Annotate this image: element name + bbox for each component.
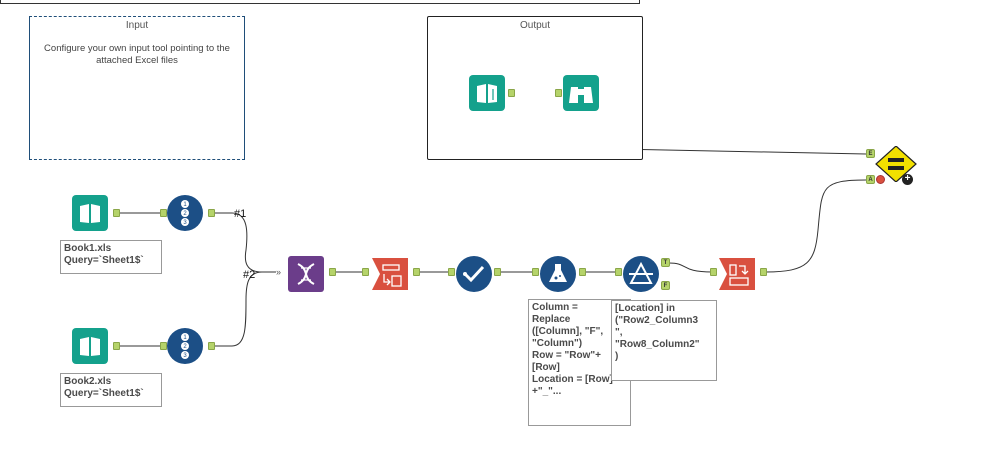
numbered-list-icon: 1 2 3 [167,328,203,364]
canvas-top-frame [0,0,640,4]
input-anchor[interactable] [160,209,167,217]
dynamic-rename-tool[interactable] [719,256,755,292]
record-id-tool-1[interactable]: 1 2 3 [167,195,203,231]
test-tool[interactable] [874,146,918,182]
wire-label-2: #2 [243,269,256,281]
anchor-warning-icon [876,175,885,184]
output-anchor[interactable] [329,268,336,276]
svg-text:1: 1 [183,202,187,208]
book-icon [72,328,108,364]
wire-label-1: #1 [234,208,247,220]
input-anchor[interactable] [615,268,622,276]
output-anchor[interactable] [579,268,586,276]
svg-text:3: 3 [183,220,187,226]
input-anchor[interactable] [555,89,562,97]
input-container[interactable]: Input Configure your own input tool poin… [29,16,245,160]
rename-arrows-icon [719,258,755,290]
dna-icon [288,256,324,292]
svg-text:3: 3 [183,353,187,359]
equals-diamond-icon [875,146,917,182]
filter-false-anchor[interactable]: F [661,281,670,290]
output-anchor[interactable] [113,342,120,350]
text-to-columns-tool[interactable] [372,256,408,292]
output-anchor[interactable] [208,209,215,217]
filter-annotation: [Location] in ("Row2_Column3 ", "Row8_Co… [611,300,717,381]
numbered-list-icon: 1 2 3 [167,195,203,231]
filter-tool[interactable] [623,256,659,292]
filter-true-anchor[interactable]: T [661,258,670,267]
output-anchor[interactable] [760,268,767,276]
binoculars-icon [563,75,599,111]
svg-text:2: 2 [183,344,187,350]
output-container[interactable]: Output [427,16,643,160]
svg-text:1: 1 [183,335,187,341]
triangle-filter-icon [623,256,659,292]
wire-recordid2-to-union [215,271,263,347]
input-anchor[interactable] [448,268,455,276]
book2-annotation: Book2.xls Query=`Sheet1$` [60,373,162,407]
output-anchor[interactable] [494,268,501,276]
input-anchor[interactable] [532,268,539,276]
book-icon [469,75,505,111]
expected-input-tool[interactable] [469,75,505,111]
multi-input-chevron-icon[interactable]: » [276,267,282,277]
wire-filter-true-to-parse2 [668,262,713,273]
record-id-tool-2[interactable]: 1 2 3 [167,328,203,364]
select-tool[interactable] [456,256,492,292]
book2-input-tool[interactable] [72,328,108,364]
split-columns-icon [372,258,408,290]
input-container-title: Input [125,20,149,31]
input-anchor[interactable] [362,268,369,276]
input-anchor[interactable] [160,342,167,350]
output-anchor[interactable] [113,209,120,217]
test-actual-anchor[interactable]: A [866,175,875,184]
formula-tool[interactable] [540,256,576,292]
book1-annotation: Book1.xls Query=`Sheet1$` [60,240,162,274]
flask-icon [540,256,576,292]
add-input-plus-icon[interactable]: + [902,174,913,185]
wire-parse2-to-test-actual [765,179,867,273]
book-icon [72,195,108,231]
output-anchor[interactable] [208,342,215,350]
browse-tool[interactable] [563,75,599,111]
wire-recordid1-to-union [215,212,276,273]
transpose-tool[interactable] [288,256,324,292]
svg-text:2: 2 [183,211,187,217]
test-expected-anchor[interactable]: E [866,149,875,158]
input-container-note: Configure your own input tool pointing t… [44,43,230,66]
output-container-title: Output [519,20,551,31]
input-anchor[interactable] [710,268,717,276]
output-anchor[interactable] [413,268,420,276]
checkmark-icon [456,256,492,292]
book1-input-tool[interactable] [72,195,108,231]
output-anchor[interactable] [508,89,515,97]
